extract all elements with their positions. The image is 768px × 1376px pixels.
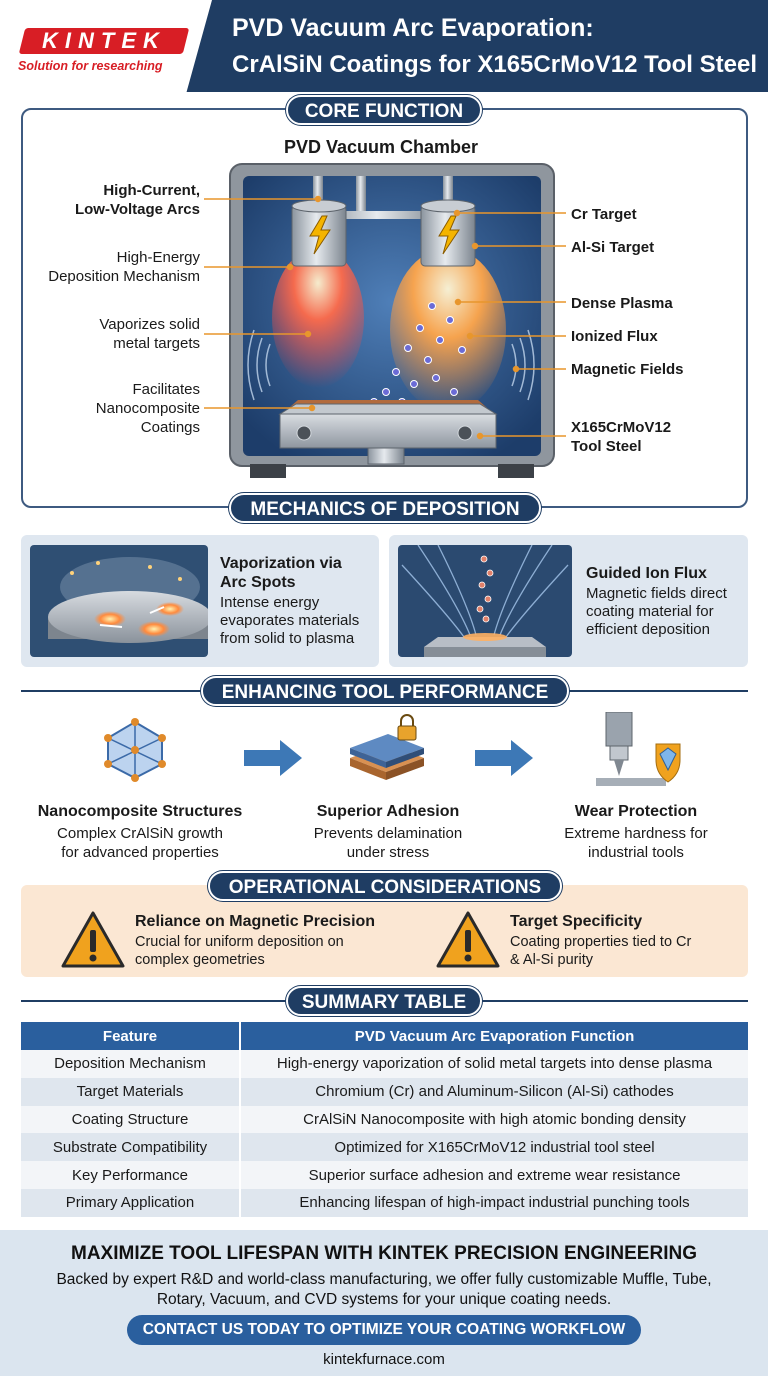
perf-title-adhesion: Superior Adhesion [316,803,460,820]
op-title-magnetic: Reliance on Magnetic Precision [135,913,376,930]
arrow-right-icon [475,740,533,776]
mechanics-card-vaporization: Vaporization via Arc Spots Intense energ… [21,535,379,667]
arrow-right-icon [244,740,302,776]
page-title-line2: CrAlSiN Coatings for X165CrMoV12 Tool St… [232,51,757,78]
op-desc-target: Coating properties tied to Cr & Al-Si pu… [510,934,692,968]
label-dense-plasma: Dense Plasma [571,295,673,312]
table-cell: CrAlSiN Nanocomposite with high atomic b… [240,1105,748,1134]
table-cell: Deposition Mechanism [21,1050,241,1078]
adhesion-lock-icon [350,714,424,780]
table-row: Target Materials Chromium (Cr) and Alumi… [21,1077,748,1106]
label-cr-target: Cr Target [571,206,637,223]
op-desc-magnetic: Crucial for uniform deposition on comple… [135,934,344,968]
vaporization-desc: Intense energy evaporates materials from… [220,594,360,647]
table-cell: Optimized for X165CrMoV12 industrial too… [240,1133,748,1162]
section-title-summary: SUMMARY TABLE [286,986,482,1016]
logo[interactable]: KINTEK [42,28,166,53]
nanocomposite-icon [104,718,166,782]
summary-table: Feature PVD Vacuum Arc Evaporation Funct… [21,1022,748,1217]
footer-headline: MAXIMIZE TOOL LIFESPAN WITH KINTEK PRECI… [71,1243,697,1264]
table-row: Coating Structure CrAlSiN Nanocomposite … [21,1105,748,1134]
logo-tagline: Solution for researching [18,59,163,73]
section-title-performance: ENHANCING TOOL PERFORMANCE [201,676,569,706]
guided-flux-desc: Magnetic fields direct coating material … [586,585,727,638]
arc-spots-image [30,545,208,657]
section-title-core: CORE FUNCTION [286,95,482,125]
table-cell: Chromium (Cr) and Aluminum-Silicon (Al-S… [240,1077,748,1106]
website-link[interactable]: kintekfurnace.com [323,1351,445,1368]
label-al-si-target: Al-Si Target [571,239,655,256]
perf-desc-nanocomposite: Complex CrAlSiN growth for advanced prop… [57,825,223,861]
page-title-line1: PVD Vacuum Arc Evaporation: [232,14,594,42]
table-cell: Target Materials [21,1077,241,1106]
table-cell: Substrate Compatibility [21,1133,241,1162]
section-title-mechanics: MECHANICS OF DEPOSITION [229,493,541,523]
footer [0,1230,768,1376]
warning-icon [61,911,125,968]
column-header-feature: Feature [21,1022,241,1050]
table-cell: Superior surface adhesion and extreme we… [240,1161,748,1189]
vaporization-title: Vaporization via Arc Spots [220,555,342,591]
table-cell: Key Performance [21,1161,241,1189]
table-cell: Enhancing lifespan of high-impact indust… [240,1188,748,1217]
table-cell: High-energy vaporization of solid metal … [240,1050,748,1078]
chamber-title: PVD Vacuum Chamber [284,137,479,157]
header-banner: KINTEK Solution for researching PVD Vacu… [0,0,768,92]
label-tool-steel: X165CrMoV12 Tool Steel [571,419,672,455]
table-row: Key Performance Superior surface adhesio… [21,1161,748,1189]
footer-description: Backed by expert R&D and world-class man… [56,1271,712,1308]
label-high-energy-deposition: High-Energy Deposition Mechanism [48,249,200,285]
section-title-operational: OPERATIONAL CONSIDERATIONS [208,871,562,901]
table-cell: Primary Application [21,1188,241,1217]
perf-title-wear: Wear Protection [574,803,698,820]
vacuum-chamber-illustration [204,163,566,478]
label-magnetic-fields: Magnetic Fields [571,361,684,378]
table-cell: Coating Structure [21,1105,241,1134]
column-header-function: PVD Vacuum Arc Evaporation Function [240,1022,748,1050]
label-ionized-flux: Ionized Flux [571,328,658,345]
mechanics-card-guided-flux: Guided Ion Flux Magnetic fields direct c… [389,535,748,667]
perf-desc-adhesion: Prevents delamination under stress [313,825,463,861]
table-row: Deposition Mechanism High-energy vaporiz… [21,1050,748,1078]
perf-desc-wear: Extreme hardness for industrial tools [564,825,708,861]
op-title-target: Target Specificity [510,913,643,930]
label-nanocomposite-coatings: Facilitates Nanocomposite Coatings [95,381,200,436]
guided-flux-title: Guided Ion Flux [586,565,707,582]
wear-protection-icon [596,712,681,786]
table-row: Substrate Compatibility Optimized for X1… [21,1133,748,1162]
perf-title-nanocomposite: Nanocomposite Structures [37,803,243,820]
ion-flux-image [398,545,572,657]
contact-cta-button[interactable]: CONTACT US TODAY TO OPTIMIZE YOUR COATIN… [127,1315,641,1345]
table-header-row: Feature PVD Vacuum Arc Evaporation Funct… [21,1022,748,1050]
table-row: Primary Application Enhancing lifespan o… [21,1188,748,1217]
label-high-current-arcs: High-Current, Low-Voltage Arcs [74,182,200,218]
warning-icon [436,911,500,968]
label-vaporizes-targets: Vaporizes solid metal targets [99,316,200,352]
